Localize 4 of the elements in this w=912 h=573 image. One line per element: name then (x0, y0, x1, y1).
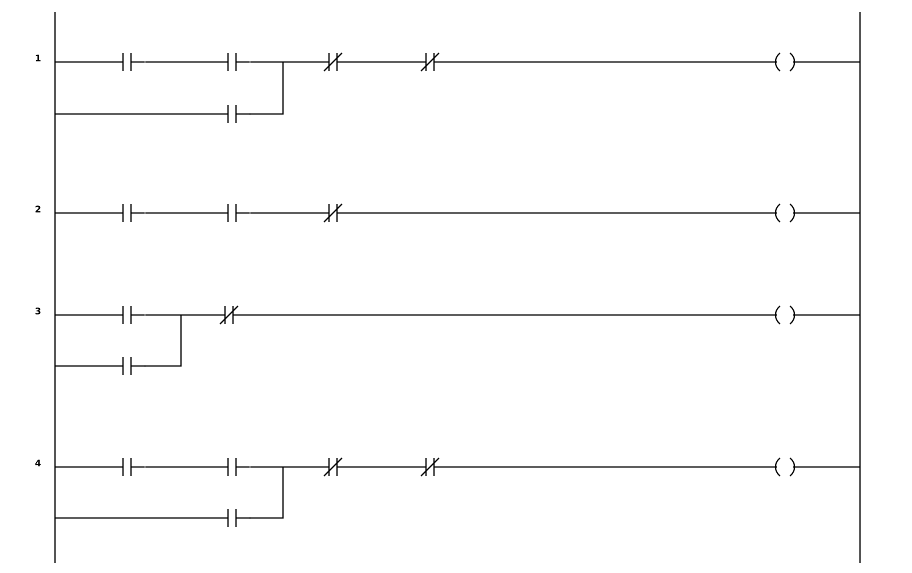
rung-number: 3 (35, 308, 40, 314)
rung-number: 1 (36, 54, 41, 62)
rung-number: 2 (36, 206, 40, 212)
rung-number: 4 (35, 460, 41, 466)
